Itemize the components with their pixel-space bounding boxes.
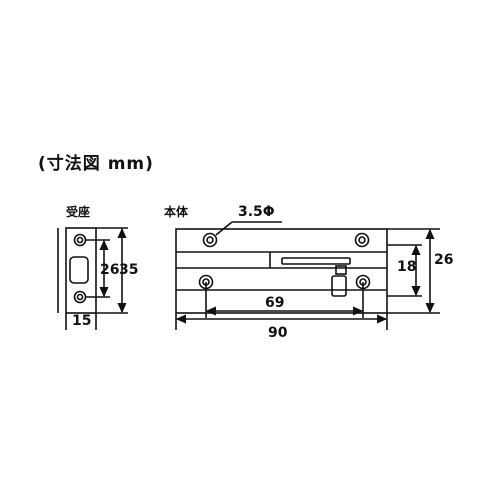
strike-dim-26: 26 [100,262,120,278]
strike-plate-label: 受座 [66,205,91,219]
body-label: 本体 [164,205,189,219]
body-drawing [175,221,440,330]
strike-dim-35: 35 [119,262,139,278]
strike-plate-outline [65,227,97,314]
strike-plate-hole-top [73,233,87,247]
body-dim-hole-dia: 3.5Φ [238,204,275,220]
strike-plate-hole-bottom [73,290,87,304]
strike-dim-15: 15 [72,313,92,329]
body-dim-69: 69 [265,295,285,311]
body-dim-26: 26 [434,252,454,268]
strike-plate-slot [69,256,89,284]
body-hole-top-right [354,232,370,248]
body-dim-18: 18 [397,259,417,275]
bolt-knob [331,275,347,297]
strike-plate-drawing [57,227,128,330]
body-hole-top-left [202,232,218,248]
drawing-title: (寸法図 mm) [38,154,154,174]
body-dim-90: 90 [268,325,288,341]
hole-dia-leader [215,221,233,236]
